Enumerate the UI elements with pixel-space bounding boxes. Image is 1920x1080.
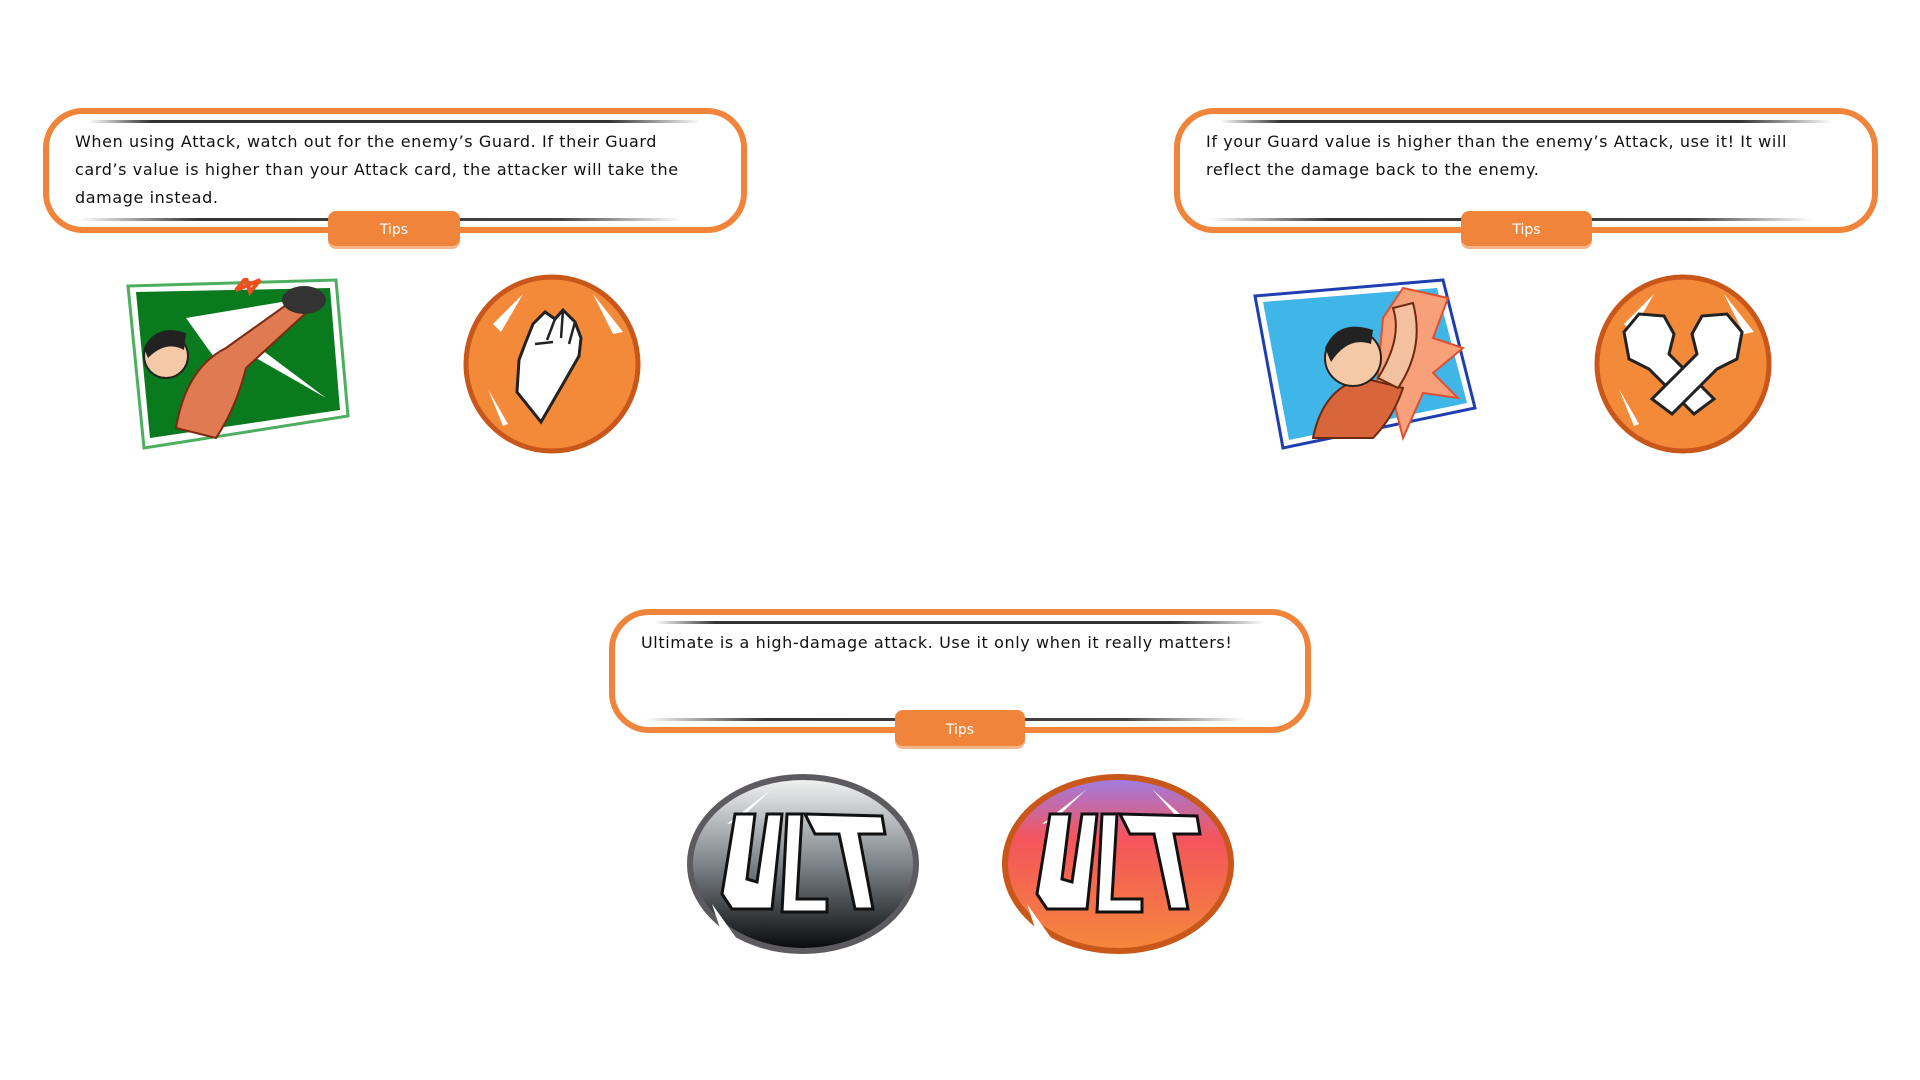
ult-glyph xyxy=(1035,812,1202,914)
tips-label-button[interactable]: Tips xyxy=(328,211,460,249)
tips-label-button[interactable]: Tips xyxy=(1461,211,1592,249)
decorative-streak xyxy=(655,621,1265,624)
decorative-streak xyxy=(89,120,701,123)
tip-text: When using Attack, watch out for the ene… xyxy=(75,132,679,207)
tip-panel-ultimate: Ultimate is a high-damage attack. Use it… xyxy=(609,609,1311,733)
crossed-arms-icon xyxy=(1622,312,1744,416)
tips-label-button[interactable]: Tips xyxy=(895,710,1025,749)
ult-button-disabled[interactable] xyxy=(687,774,919,955)
guard-button[interactable] xyxy=(1594,274,1772,454)
tip-text: If your Guard value is higher than the e… xyxy=(1206,132,1787,179)
tip-text: Ultimate is a high-damage attack. Use it… xyxy=(641,633,1233,652)
decorative-streak xyxy=(1220,120,1832,123)
attack-card-illustration xyxy=(126,278,351,450)
ult-button-active[interactable] xyxy=(1002,774,1234,955)
ult-glyph xyxy=(720,812,887,914)
fist-icon xyxy=(515,307,583,425)
attack-button[interactable] xyxy=(463,274,641,454)
guard-card-illustration xyxy=(1253,278,1483,453)
